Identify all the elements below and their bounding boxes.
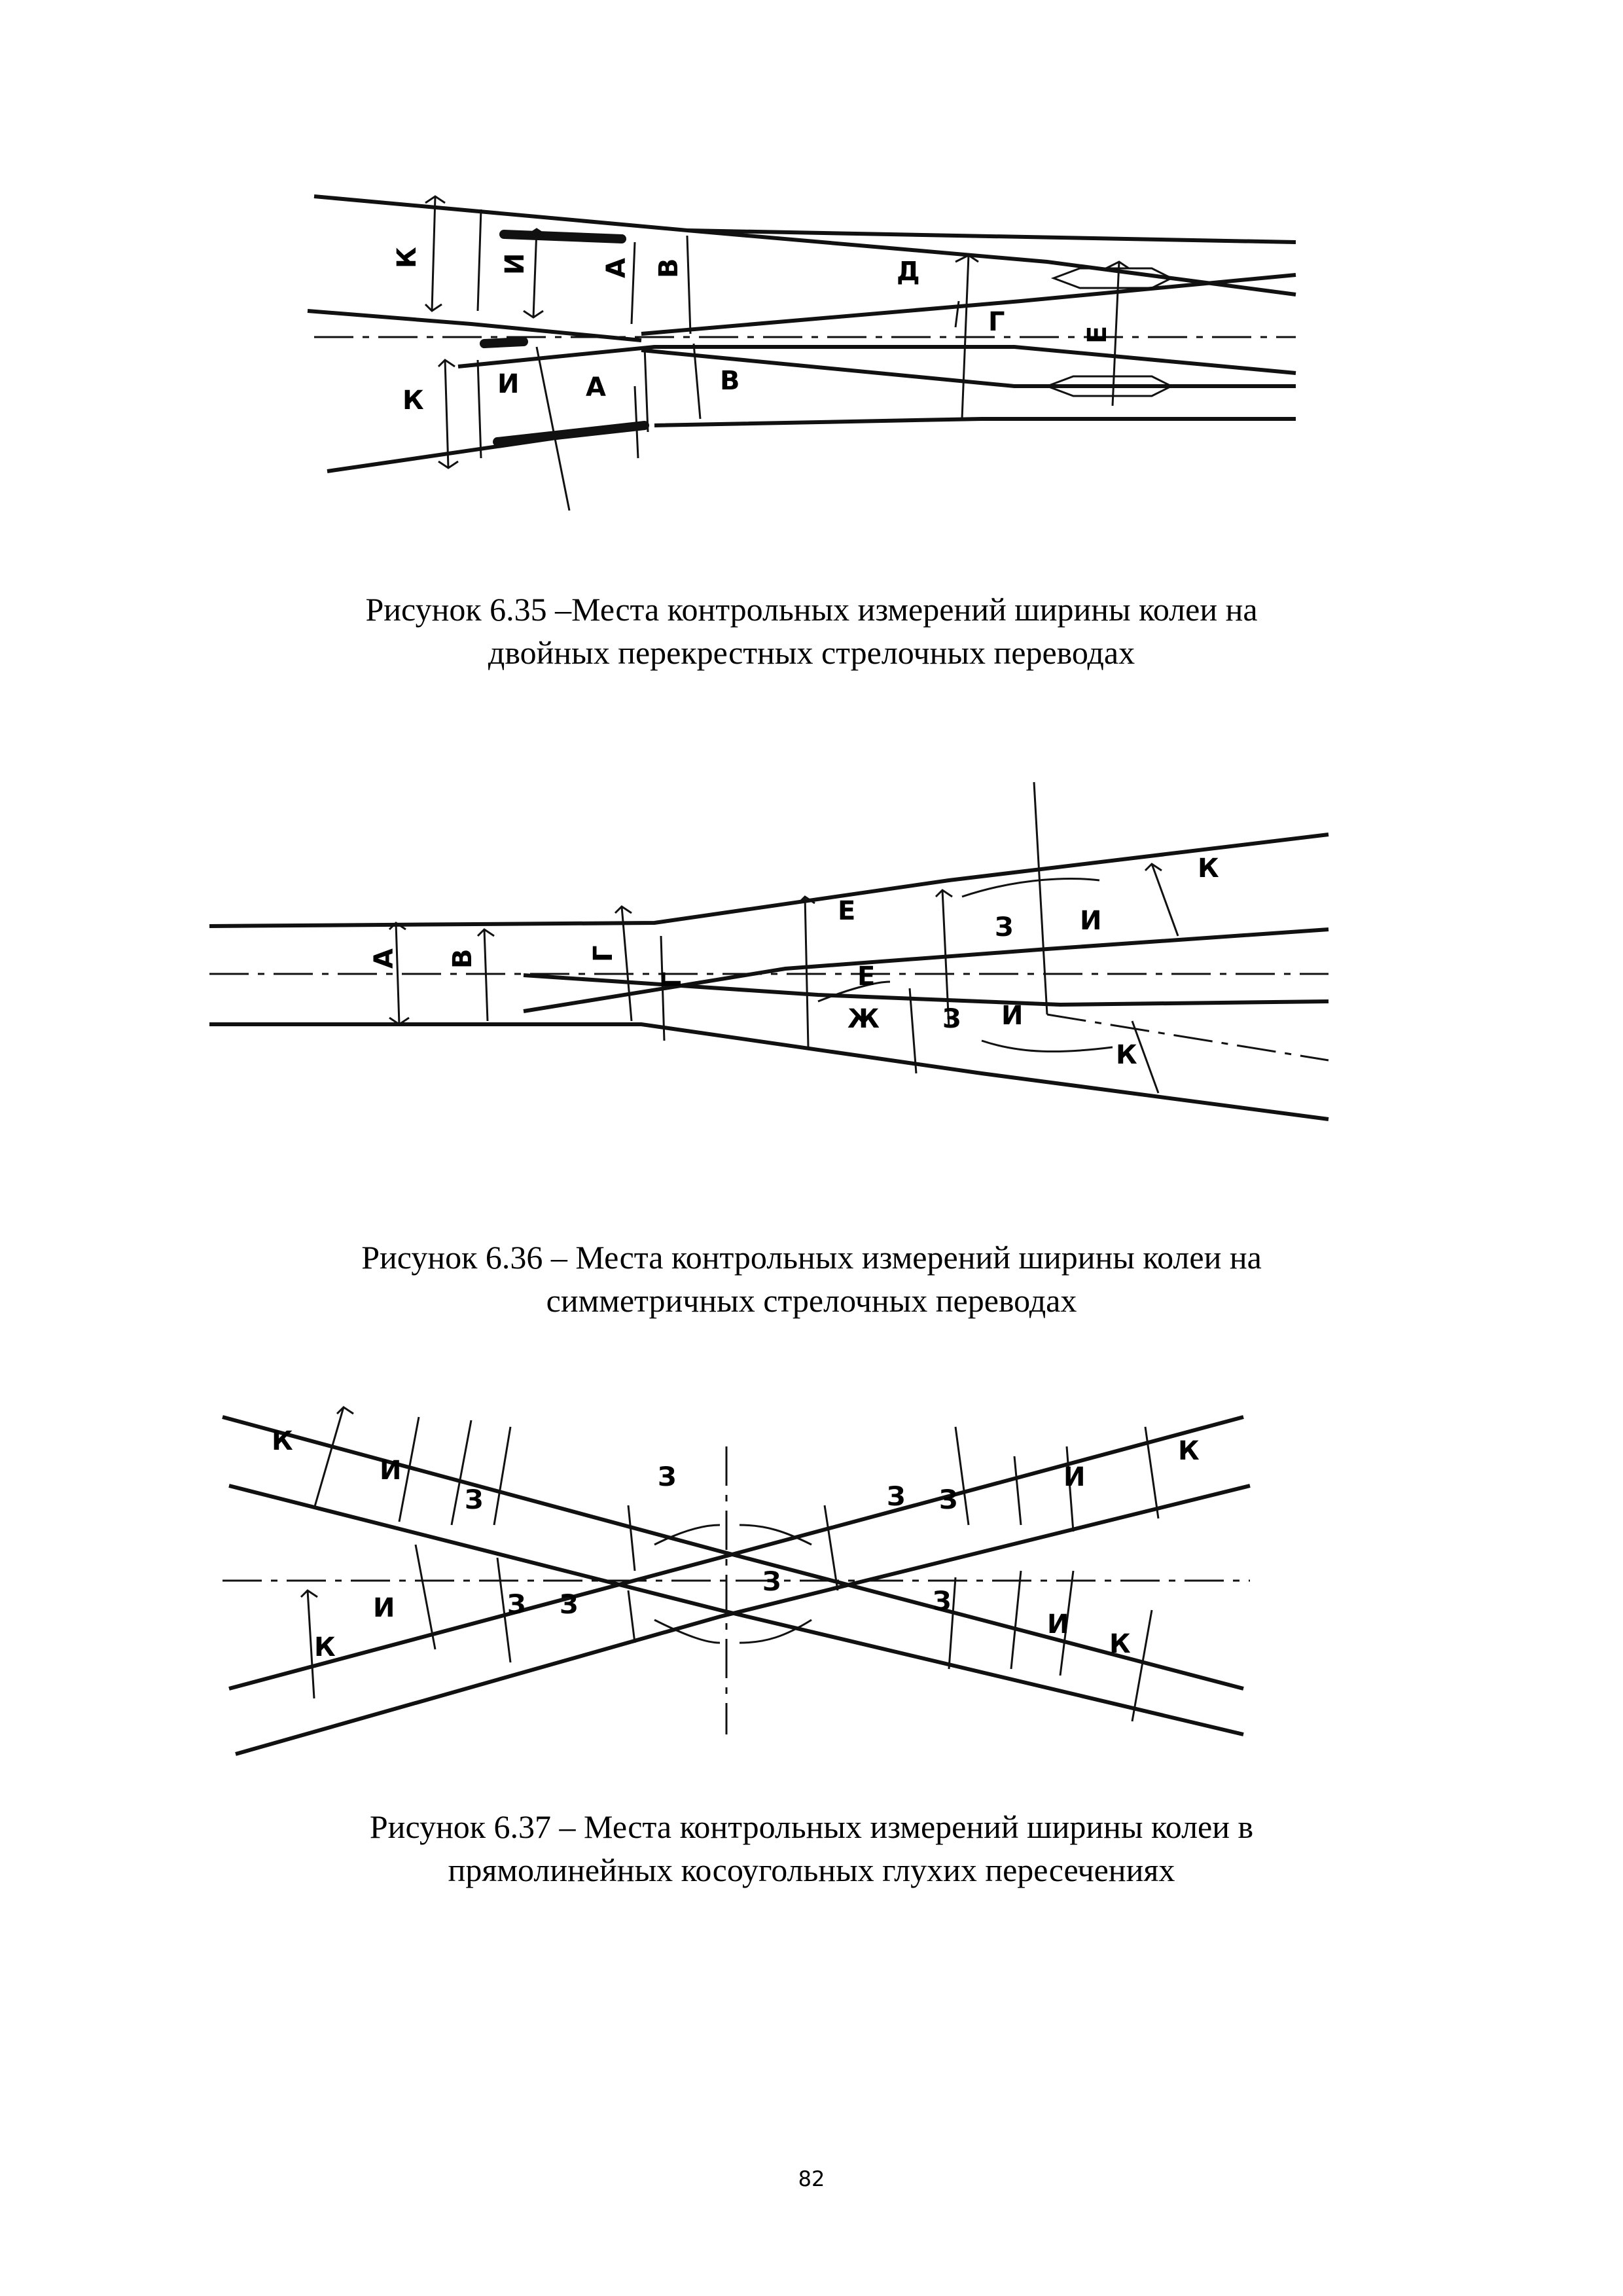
figure-label: А	[601, 258, 632, 278]
figure-label: З	[507, 1590, 526, 1620]
guard-rail	[480, 337, 528, 348]
figure-label: К	[1198, 853, 1219, 884]
frog	[1044, 375, 1174, 397]
figure-label: К	[1178, 1436, 1200, 1466]
rail	[654, 417, 1296, 427]
figure-6-35-drawing: К И А В Д Г Е К И А В	[307, 194, 1296, 511]
figure-label: Е	[857, 961, 875, 992]
figure-label: В	[654, 259, 684, 279]
figure-label: З	[933, 1587, 951, 1617]
figure-label: З	[887, 1482, 905, 1512]
figure-label: К	[272, 1426, 293, 1456]
figure-label: Д	[897, 257, 920, 287]
rail	[313, 194, 1296, 244]
rail	[228, 1484, 1244, 1736]
figure-6-37-drawing: К И З З К И З З З З И К З З И К	[222, 1406, 1251, 1756]
figure-label: А	[586, 372, 606, 403]
figure-label: З	[762, 1567, 781, 1597]
caption-line: двойных перекрестных стрелочных перевода…	[488, 634, 1135, 671]
figure-6-37: К И З З К И З З З З И К З З И К	[0, 1394, 1623, 1761]
rail	[222, 1415, 1244, 1691]
rail	[209, 1022, 1329, 1121]
figure-label: Е	[1082, 326, 1113, 344]
figure-label: И	[500, 253, 530, 275]
page-number: 82	[798, 2166, 825, 2191]
figure-label: И	[1063, 1462, 1085, 1492]
figure-label: З	[465, 1485, 483, 1515]
figure-label: И	[380, 1456, 401, 1486]
guard-rail	[493, 421, 649, 446]
caption-line: Рисунок 6.37 – Места контрольных измерен…	[369, 1808, 1254, 1845]
guard-rail	[499, 230, 626, 243]
rail	[307, 309, 642, 342]
rail	[457, 345, 1296, 375]
figure-label: З	[942, 1004, 961, 1034]
figure-label: К	[392, 247, 422, 268]
rail	[523, 927, 1329, 1013]
figure-label: К	[1116, 1040, 1137, 1070]
figure-label: Г	[988, 307, 1005, 337]
rail	[641, 273, 1296, 336]
figure-label: З	[560, 1590, 578, 1620]
figure-label: З	[995, 912, 1013, 942]
figure-label: А	[369, 948, 399, 969]
centerline	[1046, 1013, 1329, 1062]
caption-line: Рисунок 6.35 –Места контрольных измерени…	[365, 591, 1258, 628]
figure-label: З	[939, 1485, 957, 1515]
rail	[641, 348, 1296, 388]
figure-label: И	[373, 1593, 395, 1623]
figure-caption: Рисунок 6.35 –Места контрольных измерени…	[0, 588, 1623, 674]
figure-6-36-drawing: А В Г Г Е Е Ж З З И И К К	[209, 781, 1329, 1121]
rail	[523, 973, 1329, 1007]
figure-label: И	[497, 369, 519, 399]
figure-label: В	[720, 366, 740, 396]
caption-line: прямолинейных косоугольных глухих пересе…	[448, 1852, 1175, 1888]
figure-label: И	[1001, 1001, 1023, 1031]
figure-label: К	[314, 1632, 336, 1662]
figure-label: Г	[657, 972, 687, 989]
figure-label: Г	[588, 946, 618, 963]
figure-label: К	[1109, 1629, 1131, 1659]
rail	[209, 833, 1329, 928]
caption-line: Рисунок 6.36 – Места контрольных измерен…	[361, 1239, 1262, 1276]
figure-label: В	[448, 949, 478, 969]
figure-label: И	[1047, 1609, 1069, 1640]
figure-label: З	[658, 1462, 676, 1492]
figure-6-35: К И А В Д Г Е К И А В	[0, 170, 1623, 537]
figure-label: Е	[838, 896, 855, 926]
figure-label: И	[1080, 906, 1101, 936]
frog	[1050, 267, 1174, 289]
figure-label: К	[402, 386, 424, 416]
figure-caption: Рисунок 6.37 – Места контрольных измерен…	[0, 1805, 1623, 1892]
figure-label: Ж	[847, 1004, 880, 1034]
figure-6-36: А В Г Г Е Е Ж З З И И К К	[0, 779, 1623, 1145]
figure-caption: Рисунок 6.36 – Места контрольных измерен…	[0, 1236, 1623, 1322]
caption-line: симметричных стрелочных переводах	[546, 1282, 1077, 1319]
